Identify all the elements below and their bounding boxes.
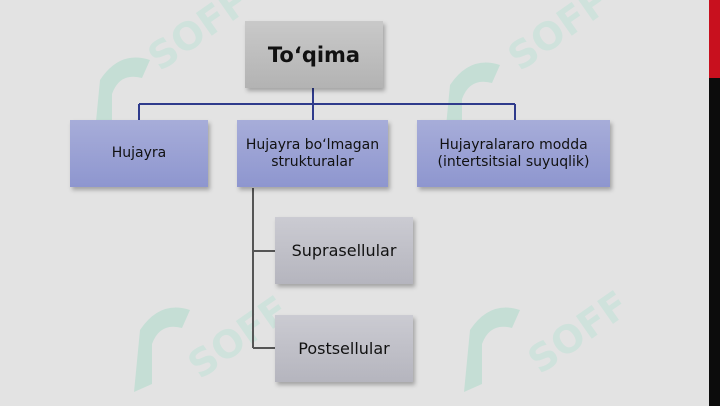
node-strukturalar: Hujayra bo‘lmagan strukturalar xyxy=(237,120,388,187)
node-postsellular-label: Postsellular xyxy=(298,339,390,358)
node-hujayralararo-modda: Hujayralararo modda (intertsitsial suyuq… xyxy=(417,120,610,187)
node-hujayra-label: Hujayra xyxy=(111,145,167,161)
node-strukturalar-label: Hujayra bo‘lmagan strukturalar xyxy=(245,136,380,170)
node-suprasellular-label: Suprasellular xyxy=(291,241,397,260)
node-hujayralararo-modda-label: Hujayralararo modda (intertsitsial suyuq… xyxy=(437,136,590,170)
node-suprasellular: Suprasellular xyxy=(275,217,413,284)
node-root: To‘qima xyxy=(245,21,383,88)
node-postsellular: Postsellular xyxy=(275,315,413,382)
node-root-label: To‘qima xyxy=(267,42,361,67)
right-edge-bar xyxy=(709,0,720,406)
node-hujayra: Hujayra xyxy=(70,120,208,187)
right-edge-accent xyxy=(709,0,720,78)
